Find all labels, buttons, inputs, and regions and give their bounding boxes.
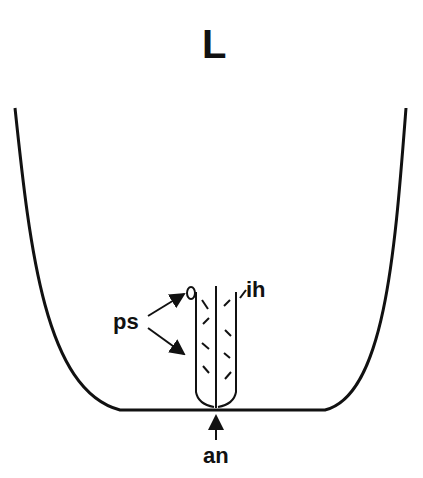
plate-outline xyxy=(196,292,214,407)
part-label: an xyxy=(203,445,229,467)
midline xyxy=(215,286,217,408)
leader-arrow xyxy=(148,294,184,316)
leader-arrow xyxy=(148,328,184,354)
setae xyxy=(187,287,246,379)
plate-outline xyxy=(218,292,236,407)
leader-arrow xyxy=(215,416,217,440)
part-label: ps xyxy=(113,311,139,333)
part-label: ih xyxy=(246,279,266,301)
figure-title: L xyxy=(202,24,226,64)
body-outline xyxy=(15,108,406,410)
